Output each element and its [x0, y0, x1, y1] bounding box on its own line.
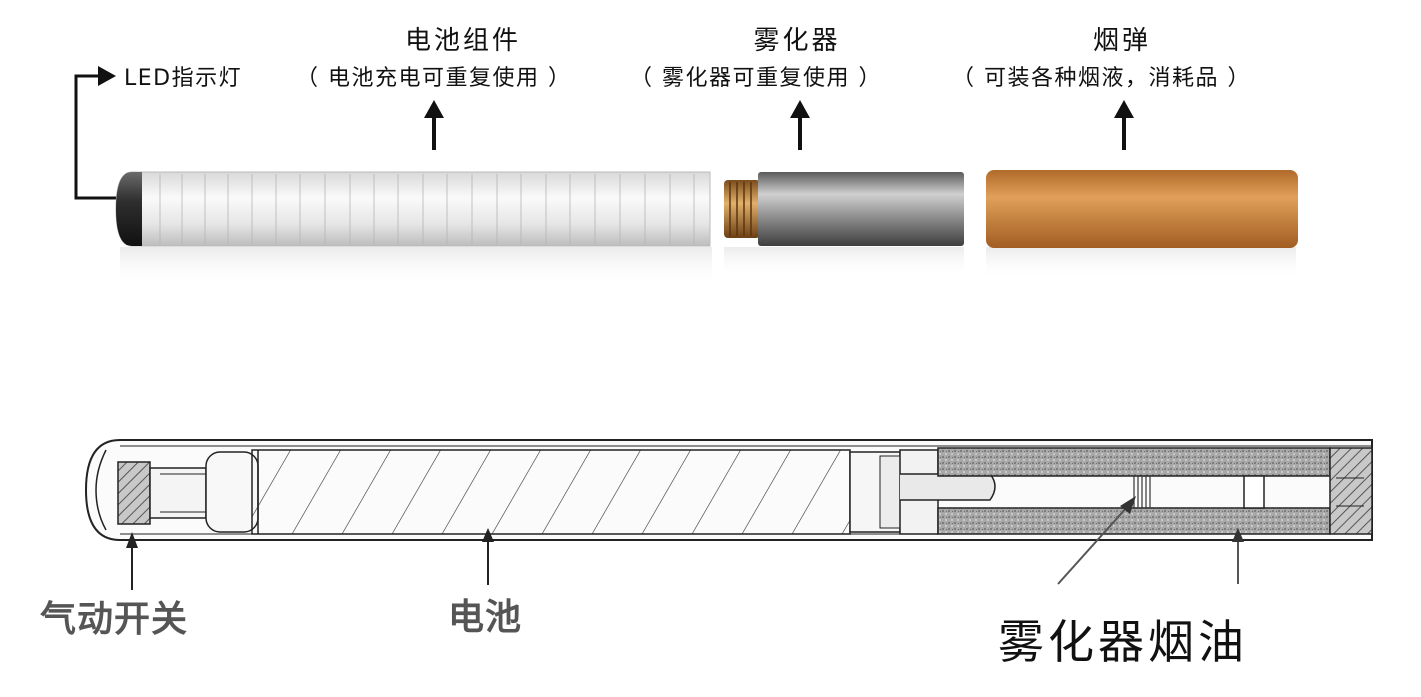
desc-atomizer: （ 雾化器可重复使用 ）: [630, 66, 882, 91]
cross-section-diagram: [84, 439, 1373, 541]
atomizer-thread: [724, 180, 760, 238]
label-atomizer-oil: 雾化器烟油: [998, 615, 1248, 669]
cartridge-reflection: [986, 247, 1296, 281]
label-battery: 电池: [448, 597, 523, 638]
title-cartridge: 烟弹: [1092, 26, 1151, 56]
led-arrow-head: [98, 66, 116, 86]
battery-tube: [115, 171, 711, 247]
battery-up-arrow: [424, 100, 444, 150]
cartridge-body: [986, 170, 1298, 248]
desc-battery-assembly: （ 电池充电可重复使用 ）: [296, 66, 572, 91]
cartridge-up-arrow: [1114, 100, 1134, 150]
atomizer-body: [758, 172, 964, 246]
label-airflow-switch: 气动开关: [40, 599, 189, 640]
led-cap: [116, 172, 142, 246]
label-led-indicator: LED指示灯: [124, 66, 243, 91]
atomizer-pointer: [1057, 496, 1136, 585]
battery-pointer: [482, 528, 494, 585]
battery-reflection: [120, 247, 712, 287]
atomizer-reflection: [724, 247, 964, 277]
title-battery-assembly: 电池组件: [404, 26, 521, 56]
atomizer-up-arrow: [790, 100, 810, 150]
led-leader-line: [74, 74, 116, 200]
airflow-switch-pointer: [126, 532, 138, 590]
oil-pointer: [1232, 528, 1244, 584]
desc-cartridge: （ 可装各种烟液，消耗品 ）: [952, 66, 1251, 91]
title-atomizer: 雾化器: [753, 26, 841, 56]
